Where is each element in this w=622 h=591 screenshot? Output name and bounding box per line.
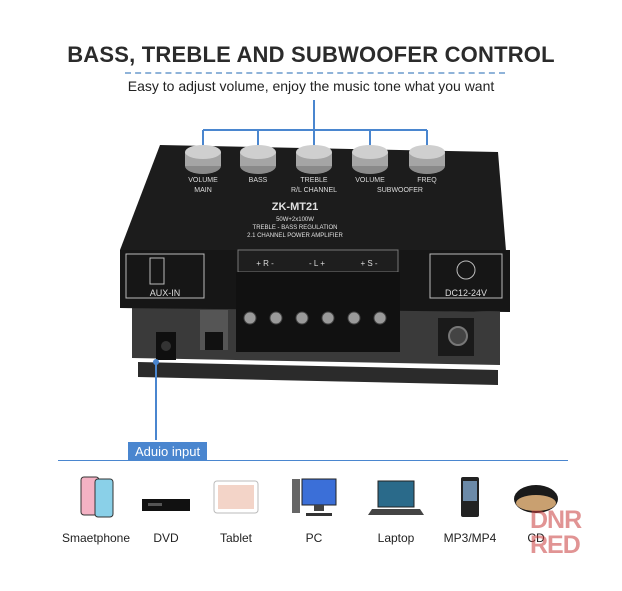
device-label: MP3/MP4 [443, 531, 497, 545]
mp3-player-icon [461, 477, 479, 517]
audio-jack-hole [161, 341, 171, 351]
device-label: CD [527, 531, 545, 545]
terminal-label: - L + [309, 259, 325, 268]
dc-input-box [429, 253, 503, 299]
pc-icon [292, 478, 337, 516]
page-subtitle: Easy to adjust volume, enjoy the music t… [127, 78, 495, 94]
knob-pointer-lines [202, 100, 428, 150]
board-spec: 2.1 CHANNEL POWER AMPLIFIER [247, 233, 343, 239]
device-label: DVD [153, 531, 179, 545]
watermark-text: DNR [530, 506, 582, 534]
title-divider [125, 72, 505, 74]
pcb-base [138, 362, 498, 385]
amplifier-board-illustration: VOLUME BASS TREBLE VOLUME FREQ MAIN R/L … [120, 100, 510, 440]
device-dvd: DVD [128, 461, 204, 545]
device-label: PC [305, 531, 323, 545]
dc-input-label: DC12-24V [445, 288, 487, 298]
device-tablet: Tablet [198, 461, 274, 545]
aux-in-label: AUX-IN [150, 288, 181, 298]
board-model: ZK-MT21 [272, 201, 318, 213]
device-row: Smaetphone DVD Tablet PC Laptop [58, 460, 568, 571]
knob-label: FREQ [417, 177, 437, 184]
device-cd: CD [498, 461, 574, 545]
device-smartphone: Smaetphone [58, 461, 134, 545]
laptop-icon [368, 480, 424, 515]
tablet-icon [213, 480, 259, 514]
watermark-text: RED [530, 531, 581, 559]
power-symbol-icon [456, 260, 476, 280]
terminal-label: + R - [256, 259, 274, 268]
device-pc: PC [276, 461, 352, 545]
smartphone-icon [80, 476, 114, 518]
device-laptop: Laptop [358, 461, 434, 545]
cd-player-icon [514, 485, 558, 513]
device-label: Smaetphone [61, 531, 131, 545]
freq-knob-icon [409, 145, 445, 174]
sub-volume-knob-icon [352, 145, 388, 174]
group-label: MAIN [194, 187, 212, 194]
speaker-terminal-block [236, 272, 400, 352]
volume-knob-icon [185, 145, 221, 174]
knob-label: TREBLE [300, 177, 328, 184]
treble-knob-icon [296, 145, 332, 174]
component [205, 332, 223, 350]
dvd-player-icon [142, 499, 190, 511]
page-title: BASS, TREBLE AND SUBWOOFER CONTROL [67, 42, 555, 67]
knob-label: VOLUME [188, 177, 218, 184]
terminal-screws [243, 311, 387, 325]
audio-pointer-dot [153, 359, 159, 365]
aux-in-box [125, 253, 205, 299]
board-spec: 50W+2x100W [276, 217, 314, 223]
bass-knob-icon [240, 145, 276, 174]
dc-jack-hole [448, 326, 468, 346]
group-label: SUBWOOFER [377, 187, 423, 194]
aux-jack-icon [149, 257, 165, 285]
knob-label: VOLUME [355, 177, 385, 184]
watermark-logo: DNR RED [530, 508, 610, 558]
terminal-label: + S - [360, 259, 377, 268]
device-label: Tablet [219, 531, 253, 545]
device-mp3: MP3/MP4 [432, 461, 508, 545]
board-spec: TREBLE - BASS REGULATION [253, 225, 338, 231]
device-label: Laptop [377, 531, 415, 545]
audio-input-label: Aduio input [128, 442, 208, 461]
knob-label: BASS [249, 177, 268, 184]
group-label: R/L CHANNEL [291, 187, 337, 194]
